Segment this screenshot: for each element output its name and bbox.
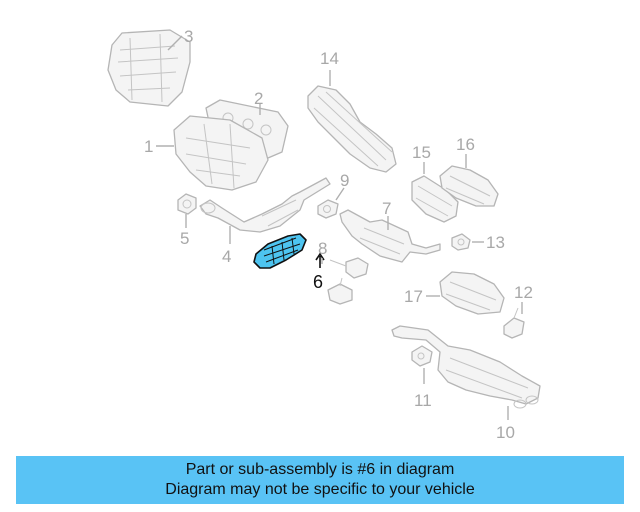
callout-1: 1 [144, 137, 153, 156]
callout-9: 9 [340, 171, 349, 190]
callout-6: 6 [313, 272, 323, 292]
callout-7: 7 [382, 199, 391, 218]
callout-4: 4 [222, 247, 231, 266]
part-5-gasket[interactable] [177, 193, 197, 215]
caption-line-2: Diagram may not be specific to your vehi… [165, 481, 475, 498]
part-1-exhaust-manifold[interactable] [173, 115, 269, 191]
exhaust-parts-diagram: 3 2 1 5 4 6 9 [107, 27, 541, 442]
part-10-muffler[interactable] [391, 325, 541, 409]
callout-3-line [167, 35, 183, 51]
callout-3: 3 [184, 27, 193, 46]
part-9-clamp[interactable] [317, 199, 339, 219]
part-13-sensor[interactable] [451, 233, 471, 251]
callout-2: 2 [254, 89, 263, 108]
callout-12: 12 [514, 283, 533, 302]
callout-14: 14 [320, 49, 339, 68]
callout-11: 11 [414, 391, 432, 410]
callout-5: 5 [180, 229, 189, 248]
callout-8: 8 [318, 239, 327, 258]
part-4-front-pipe[interactable] [199, 177, 331, 233]
callout-10: 10 [496, 423, 515, 442]
caption-line-1: Part or sub-assembly is #6 in diagram [185, 461, 455, 478]
part-8-bracket[interactable] [327, 257, 369, 305]
part-12-hanger[interactable] [503, 307, 525, 339]
part-3-engine-cover[interactable] [107, 29, 191, 107]
callout-13: 13 [486, 233, 505, 252]
callout-17: 17 [404, 287, 423, 306]
part-7-center-pipe[interactable] [339, 209, 441, 263]
part-17-heat-shield[interactable] [439, 271, 505, 315]
part-11-hanger[interactable] [411, 345, 433, 367]
callout-15: 15 [412, 143, 431, 162]
callout-16: 16 [456, 135, 475, 154]
part-16-heat-shield[interactable] [439, 165, 499, 207]
callout-9-line [335, 187, 345, 201]
part-15-bracket[interactable] [411, 175, 459, 223]
part-14-heat-shield[interactable] [307, 85, 397, 173]
caption-banner: Part or sub-assembly is #6 in diagram Di… [16, 456, 624, 504]
part-6-heat-shield[interactable] [253, 233, 307, 269]
